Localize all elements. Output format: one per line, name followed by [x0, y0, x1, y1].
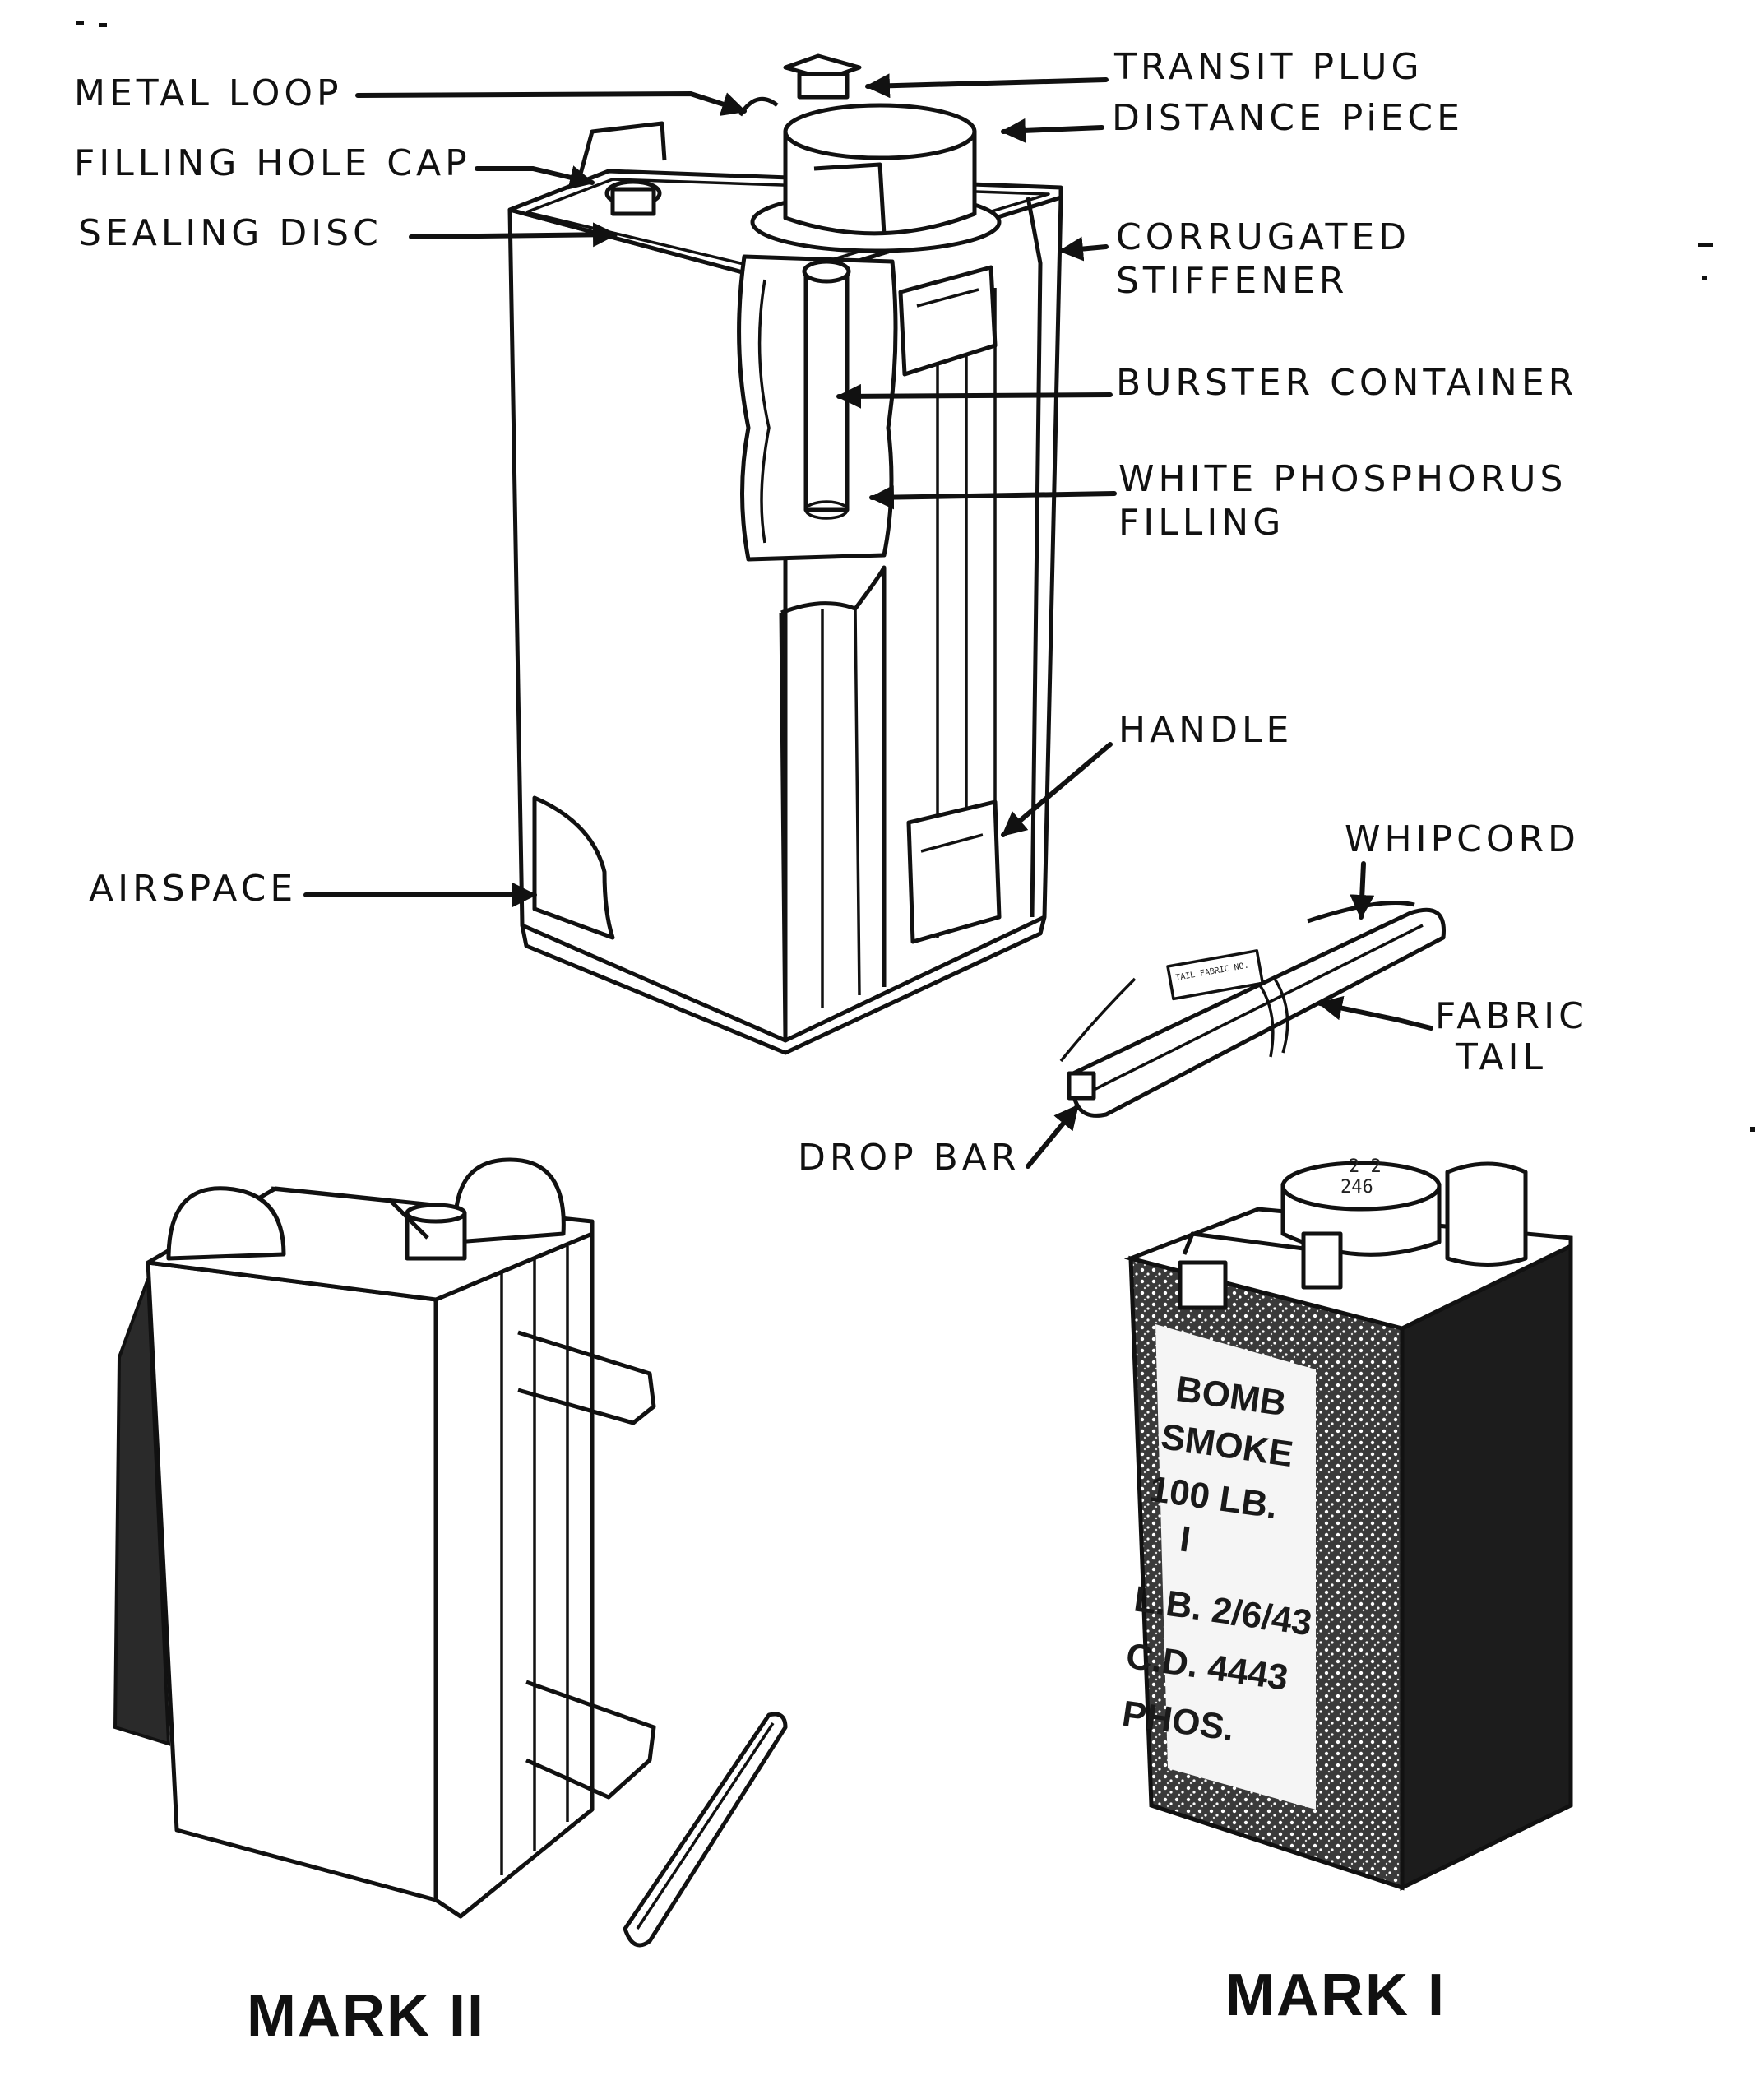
caption-mark-ii: MARK II: [247, 1983, 485, 2049]
upper-handle: [898, 265, 998, 377]
mark-i-hinge: [1178, 1260, 1228, 1310]
lower-handle: [906, 799, 1002, 944]
leader-transit-plug: [865, 73, 1109, 99]
mark-i-bomb: 2 2 246 BOMB SMOKE 100 LB. I L.B. 2/6/43…: [1119, 1156, 1573, 1892]
mark-i-lid-number-2: 246: [1340, 1177, 1373, 1198]
tail-tag: [1166, 949, 1265, 1001]
label-corrugated: CORRUGATED: [1116, 216, 1410, 258]
label-distance-piece: DISTANCE PiECE: [1112, 97, 1464, 139]
leader-sealing-disc: [409, 222, 618, 248]
mark-ii-dome-left: [166, 1186, 286, 1261]
burster-container: [803, 269, 850, 512]
label-fabric: FABRIC: [1435, 995, 1588, 1037]
leader-handle: [1001, 742, 1113, 837]
label-airspace: AIRSPACE: [89, 868, 297, 910]
mark-ii-lower-handle: [525, 1680, 656, 1800]
sealing-disc: [610, 187, 656, 216]
mark-ii-bomb: [113, 1157, 788, 1948]
top-handle: [577, 121, 667, 178]
label-whipcord: WHIPCORD: [1345, 818, 1580, 860]
leader-metal-loop: [355, 90, 747, 116]
leader-whipcord: [1350, 861, 1375, 920]
label-tail: TAIL: [1455, 1036, 1547, 1078]
mark-ii-loop: [271, 1186, 429, 1240]
mark-i-lid-number-1: 2 2: [1349, 1156, 1382, 1177]
label-burster-container: BURSTER CONTAINER: [1116, 362, 1577, 404]
label-transit-plug: TRANSIT PLUG: [1113, 46, 1424, 88]
drop-bar: [1067, 1071, 1096, 1101]
label-stiffener: STIFFENER: [1116, 260, 1349, 302]
mark-i-small-cap: [1301, 1231, 1343, 1290]
label-drop-bar: DROP BAR: [798, 1137, 1020, 1179]
leader-drop-bar: [1026, 1104, 1080, 1169]
mark-ii-upper-handle: [517, 1330, 656, 1425]
leader-filling-hole-cap: [475, 165, 595, 190]
label-sealing-disc: SEALING DISC: [78, 212, 382, 254]
whipcord: [1307, 901, 1415, 924]
cutaway-bomb: [507, 53, 1063, 1055]
leader-corrugated: [1058, 236, 1109, 262]
airspace-cutaway: [532, 795, 615, 940]
leader-fabric-tail: [1317, 995, 1433, 1031]
caption-mark-i: MARK I: [1225, 1962, 1446, 2028]
leader-phosphorus: [869, 484, 1117, 510]
label-metal-loop: METAL LOOP: [74, 72, 343, 114]
cord-end: [1059, 977, 1137, 1063]
mark-i-right-face: [1400, 1242, 1573, 1892]
label-handle: HANDLE: [1118, 709, 1293, 751]
leader-distance-piece: [1001, 118, 1104, 143]
mark-i-filler-cap: [1445, 1161, 1528, 1267]
mark-ii-dome-right: [453, 1157, 566, 1244]
label-filling-hole-cap: FILLING HOLE CAP: [74, 142, 471, 184]
leader-lines: [303, 73, 1433, 1169]
label-filling: FILLING: [1118, 502, 1285, 544]
label-white-phosphorus: WHITE PHOSPHORUS: [1118, 458, 1567, 500]
tail-tie: [1257, 978, 1289, 1058]
scan-specks: [76, 21, 1755, 1132]
labels: METAL LOOP FILLING HOLE CAP SEALING DISC…: [74, 46, 1588, 1179]
tail-roll: [1071, 907, 1446, 1118]
fabric-tail: TAIL FABRIC NO.: [1059, 901, 1446, 1118]
mark-ii-fabric-drape: [113, 1278, 171, 1746]
mark-ii-left-face: [146, 1260, 438, 1902]
leader-burster: [836, 383, 1113, 409]
